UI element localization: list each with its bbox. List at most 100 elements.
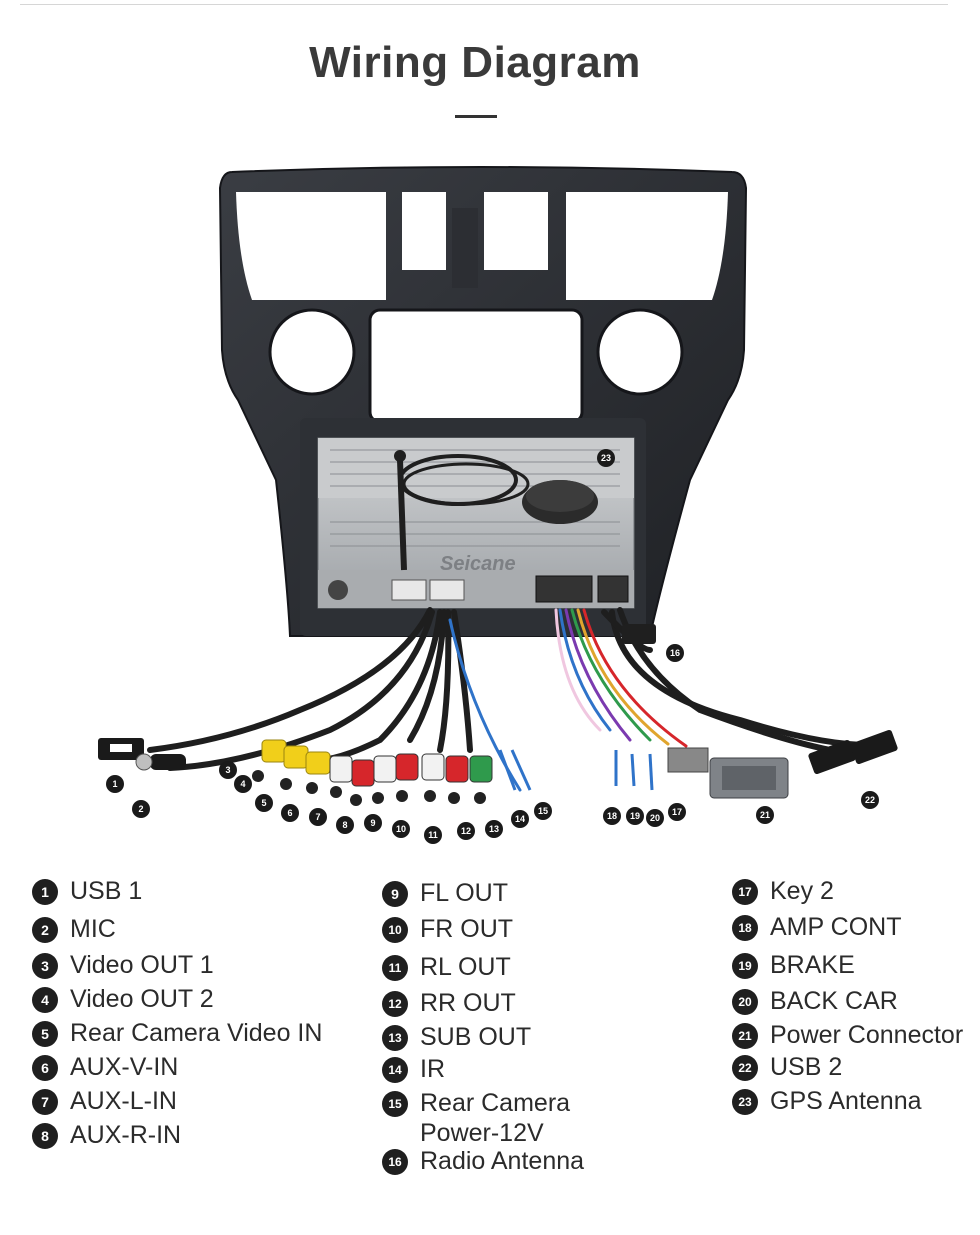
legend-label: MIC xyxy=(70,915,116,943)
legend-label: Rear Camera Power-12V xyxy=(420,1089,571,1147)
legend-label: Video OUT 2 xyxy=(70,985,214,1013)
number-badge: 10 xyxy=(382,917,408,943)
legend-item-power-connector: 21 Power Connector xyxy=(732,1020,963,1050)
marker-7: 7 xyxy=(309,808,327,826)
usb-2-connector xyxy=(808,729,898,775)
legend-label: Rear Camera Video IN xyxy=(70,1019,323,1047)
number-badge: 23 xyxy=(732,1089,758,1115)
marker-16: 16 xyxy=(666,644,684,662)
number-badge: 5 xyxy=(32,1021,58,1047)
legend-item-key-2: 17 Key 2 xyxy=(732,876,834,906)
legend-label: RL OUT xyxy=(420,953,511,981)
marker-18: 18 xyxy=(603,807,621,825)
top-divider xyxy=(20,4,948,5)
legend-label: AUX-R-IN xyxy=(70,1121,182,1149)
number-badge: 11 xyxy=(382,955,408,981)
legend-item-brake: 19 BRAKE xyxy=(732,950,855,980)
number-badge: 14 xyxy=(382,1057,408,1083)
legend-label: GPS Antenna xyxy=(770,1087,922,1115)
number-badge: 20 xyxy=(732,989,758,1015)
number-badge: 7 xyxy=(32,1089,58,1115)
marker-1: 1 xyxy=(106,775,124,793)
legend-item-video-out-2: 4 Video OUT 2 xyxy=(32,984,214,1014)
usb-1-connector xyxy=(98,738,144,760)
marker-12: 12 xyxy=(457,822,475,840)
number-badge: 8 xyxy=(32,1123,58,1149)
legend-label: BACK CAR xyxy=(770,987,898,1015)
legend-item-aux-v-in: 6 AUX-V-IN xyxy=(32,1052,178,1082)
legend-label: SUB OUT xyxy=(420,1023,532,1051)
legend-item-rear-camera-power: 15 Rear Camera Power-12V xyxy=(382,1088,590,1148)
legend-label: FR OUT xyxy=(420,915,514,943)
marker-23: 23 xyxy=(597,449,615,467)
number-badge: 22 xyxy=(732,1055,758,1081)
ir-and-camera-power-wires xyxy=(498,749,654,791)
legend-label: FL OUT xyxy=(420,879,508,907)
legend-item-mic: 2 MIC xyxy=(32,914,116,944)
title-underline xyxy=(455,115,497,118)
legend-item-amp-cont: 18 AMP CONT xyxy=(732,912,902,942)
legend-item-rr-out: 12 RR OUT xyxy=(382,988,516,1018)
rca-plugs xyxy=(252,739,493,806)
legend-item-usb-2: 22 USB 2 xyxy=(732,1052,842,1082)
legend-label: IR xyxy=(420,1055,445,1083)
legend-label: RR OUT xyxy=(420,989,516,1017)
marker-3: 3 xyxy=(219,761,237,779)
legend-label: Radio Antenna xyxy=(420,1147,585,1175)
legend-item-fr-out: 10 FR OUT xyxy=(382,914,513,944)
mic-jack xyxy=(135,753,186,771)
number-badge: 13 xyxy=(382,1025,408,1051)
marker-11: 11 xyxy=(424,826,442,844)
legend-item-gps-antenna: 23 GPS Antenna xyxy=(732,1086,922,1116)
legend-label: AUX-L-IN xyxy=(70,1087,177,1115)
svg-text:Seicane: Seicane xyxy=(440,553,516,575)
number-badge: 16 xyxy=(382,1149,408,1175)
legend-item-rl-out: 11 RL OUT xyxy=(382,952,511,982)
page-title: Wiring Diagram xyxy=(309,38,641,87)
legend-item-aux-r-in: 8 AUX-R-IN xyxy=(32,1120,181,1150)
legend-label: BRAKE xyxy=(770,951,855,979)
legend-label: Video OUT 1 xyxy=(70,951,214,979)
marker-2: 2 xyxy=(132,800,150,818)
legend-item-ir: 14 IR xyxy=(382,1054,445,1084)
marker-20: 20 xyxy=(646,809,664,827)
marker-19: 19 xyxy=(626,807,644,825)
marker-17: 17 xyxy=(668,803,686,821)
legend-label: Power Connector xyxy=(770,1021,964,1049)
number-badge: 4 xyxy=(32,987,58,1013)
head-unit: Seicane xyxy=(317,437,635,609)
marker-6: 6 xyxy=(281,804,299,822)
legend-item-back-car: 20 BACK CAR xyxy=(732,986,898,1016)
legend-item-rear-camera-video-in: 5 Rear Camera Video IN xyxy=(32,1018,322,1048)
marker-14: 14 xyxy=(511,810,529,828)
legend-item-radio-antenna: 16 Radio Antenna xyxy=(382,1146,584,1176)
legend-label: AUX-V-IN xyxy=(70,1053,179,1081)
number-badge: 15 xyxy=(382,1091,408,1117)
number-badge: 18 xyxy=(732,915,758,941)
number-badge: 12 xyxy=(382,991,408,1017)
legend-label: Key 2 xyxy=(770,877,834,905)
legend-item-sub-out: 13 SUB OUT xyxy=(382,1022,531,1052)
wiring-illustration: Seicane xyxy=(98,166,898,806)
marker-8: 8 xyxy=(336,816,354,834)
legend-label: USB 2 xyxy=(770,1053,843,1081)
marker-9: 9 xyxy=(364,814,382,832)
number-badge: 19 xyxy=(732,953,758,979)
legend-label: AMP CONT xyxy=(770,913,902,941)
number-badge: 21 xyxy=(732,1023,758,1049)
marker-10: 10 xyxy=(392,820,410,838)
number-badge: 17 xyxy=(732,879,758,905)
number-badge: 2 xyxy=(32,917,58,943)
legend-label: USB 1 xyxy=(70,877,143,905)
number-badge: 6 xyxy=(32,1055,58,1081)
power-connector xyxy=(667,747,789,799)
legend-item-aux-l-in: 7 AUX-L-IN xyxy=(32,1086,177,1116)
radio-antenna-plug xyxy=(622,624,656,644)
marker-5: 5 xyxy=(255,794,273,812)
marker-15: 15 xyxy=(534,802,552,820)
marker-22: 22 xyxy=(861,791,879,809)
marker-13: 13 xyxy=(485,820,503,838)
